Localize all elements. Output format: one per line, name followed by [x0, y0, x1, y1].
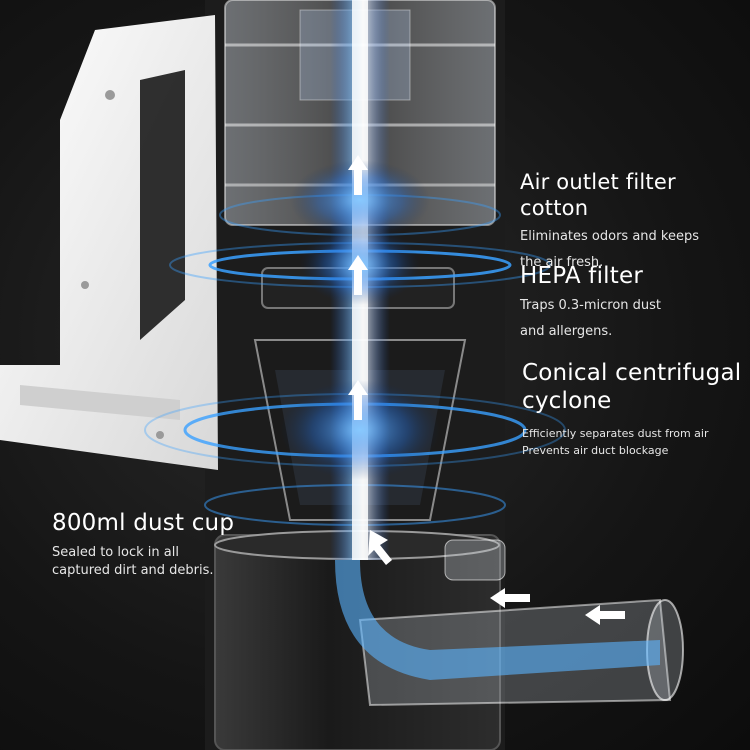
feature-title: 800ml dust cup: [52, 510, 235, 536]
arrow-up-icon: [348, 155, 368, 195]
feature-desc-line: and allergens.: [520, 323, 613, 339]
feature-desc-line: Efficiently separates dust from air: [522, 427, 709, 441]
feature-title: Conical centrifugal cyclone: [522, 360, 747, 415]
feature-description: Efficiently separates dust from air Prev…: [522, 425, 747, 459]
arrow-diag-icon: [368, 530, 392, 565]
dust-cup: [214, 530, 501, 750]
feature-dust-cup: 800ml dust cup Sealed to lock in all cap…: [52, 510, 252, 580]
feature-title-line: cyclone: [522, 387, 612, 414]
feature-description: Eliminates odors and keeps the air fresh…: [520, 224, 745, 276]
feature-description: Sealed to lock in all captured dirt and …: [52, 544, 252, 580]
feature-description: Traps 0.3-micron dust and allergens.: [520, 293, 745, 345]
feature-outlet-filter: Air outlet filter cotton Eliminates odor…: [520, 170, 745, 276]
handle: [0, 15, 218, 470]
airflow-beam: [280, 0, 660, 680]
feature-desc-line: Traps 0.3-micron dust: [520, 297, 662, 313]
feature-title: Air outlet filter cotton: [520, 170, 676, 220]
arrow-left-icon: [585, 605, 625, 625]
feature-desc-line: Eliminates odors and keeps: [520, 229, 700, 245]
feature-cyclone: Conical centrifugal cyclone Efficiently …: [522, 360, 747, 459]
airflow-arrows: [348, 155, 625, 625]
feature-title: HEPA filter: [520, 263, 643, 289]
feature-desc-line: the air fresh.: [520, 255, 604, 271]
feature-hepa-filter: HEPA filter Traps 0.3-micron dust and al…: [520, 263, 745, 345]
feature-title-line: Conical centrifugal: [522, 360, 742, 386]
feature-desc-line: Prevents air duct blockage: [522, 444, 669, 458]
feature-desc-line: Sealed to lock in all: [52, 544, 179, 560]
arrow-left-icon: [490, 588, 530, 608]
arrow-up-icon: [348, 255, 368, 295]
arrow-up-icon: [348, 380, 368, 420]
feature-desc-line: captured dirt and debris.: [52, 562, 214, 578]
